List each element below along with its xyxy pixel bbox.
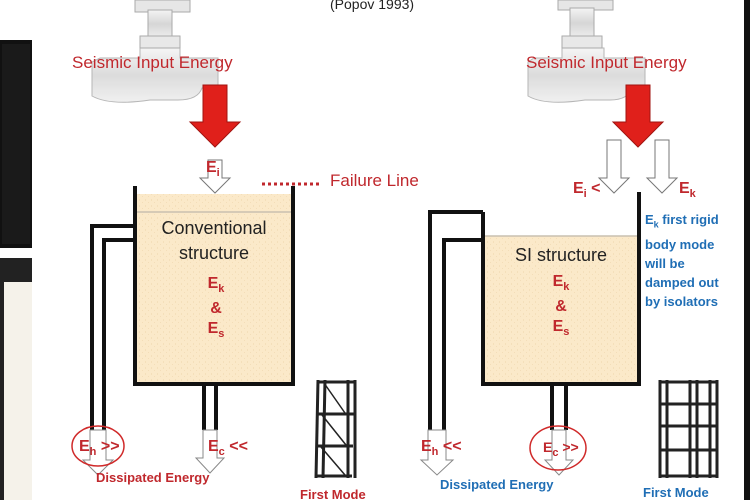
input-arrow-right-icon (611, 84, 665, 148)
structure-label-right: SI structure (514, 245, 608, 265)
ec-label-right: Ec >> (543, 439, 579, 459)
structure-label-left: Conventional structure (161, 218, 267, 263)
ei-arrow-left-icon (198, 159, 232, 194)
energy-stack-right: Ek & Es (552, 273, 570, 339)
first-mode-frame-right-icon (658, 380, 719, 478)
ec-highlight-circle-right (529, 425, 587, 471)
tank-right (428, 192, 641, 430)
eh-label-left: Eh >> (79, 438, 120, 459)
dissipated-label-left: Dissipated Energy (96, 470, 210, 485)
eh-arrow-left-icon (81, 429, 115, 476)
ec-label-left: Ec << (208, 438, 248, 459)
isolator-note: Ek first rigid body mode will be damped … (645, 212, 719, 309)
ei-label-left: Ei (206, 159, 220, 180)
right-edge-strip (744, 0, 750, 500)
energy-stack-left: Ek & Es (207, 275, 225, 341)
eh-label-right: Eh << (421, 438, 462, 459)
input-arrow-left-icon (188, 84, 242, 148)
first-mode-label-right: First Mode (643, 485, 709, 500)
seismic-input-label-right: Seismic Input Energy (526, 53, 687, 72)
ec-arrow-right-icon (543, 429, 575, 476)
eh-highlight-circle-left (71, 425, 125, 467)
first-mode-label-left: First Mode (300, 487, 366, 502)
faucet-left-icon (91, 0, 219, 103)
failure-line-label: Failure Line (330, 171, 419, 190)
eh-arrow-right-icon (419, 429, 455, 476)
first-mode-frame-left-icon (314, 379, 357, 479)
ec-arrow-left-icon (194, 429, 226, 474)
ek-arrow-right-icon (645, 139, 679, 194)
ei-label-right: Ei < (573, 180, 601, 201)
ek-label-right: Ek (679, 180, 696, 201)
dissipated-label-right: Dissipated Energy (440, 477, 554, 492)
left-edge-strip (0, 40, 32, 248)
ei-arrow-right-icon (597, 139, 631, 194)
citation: (Popov 1993) (330, 0, 415, 12)
seismic-input-label-left: Seismic Input Energy (72, 53, 233, 72)
faucet-right-icon (527, 0, 646, 103)
tank-left (90, 186, 295, 430)
